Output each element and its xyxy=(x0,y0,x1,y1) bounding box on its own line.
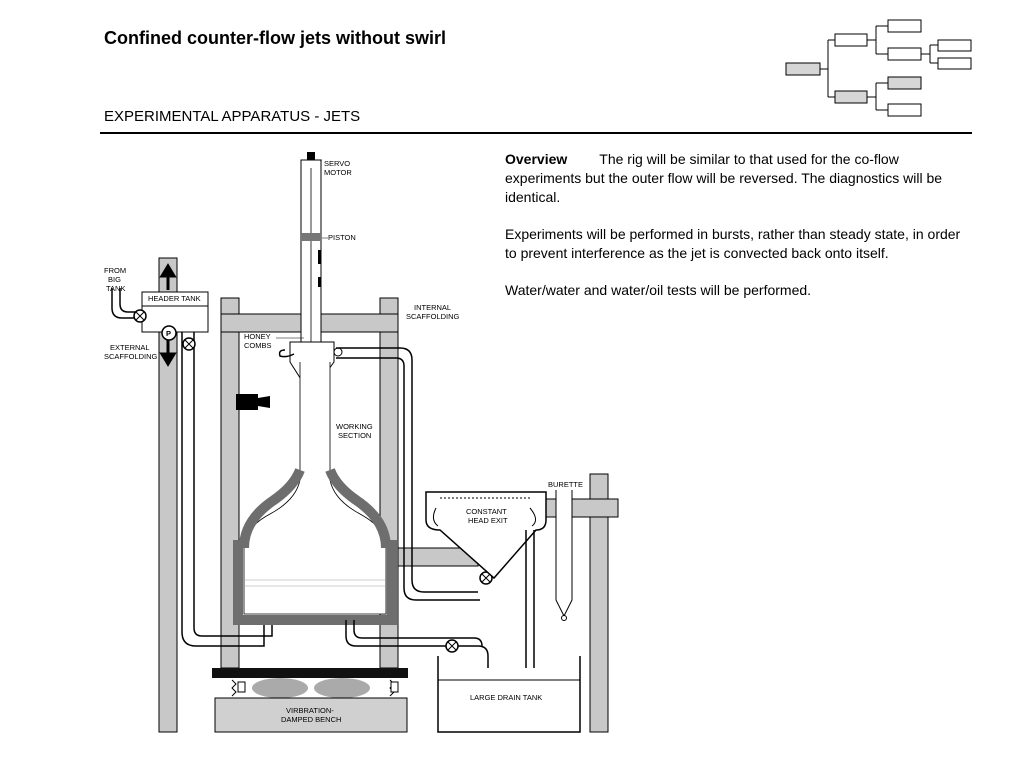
constant-label-2: HEAD EXIT xyxy=(468,516,508,525)
piston-label: PISTON xyxy=(328,233,356,242)
page-title: Confined counter-flow jets without swirl xyxy=(104,28,446,48)
right-scaffolding-beam xyxy=(539,498,619,518)
piston xyxy=(301,233,321,241)
drain-tank-label: LARGE DRAIN TANK xyxy=(470,693,542,702)
servo-label-1: SERVO xyxy=(324,159,350,168)
bench-label-1: VIRBRATION- xyxy=(286,706,334,715)
vessel-wall xyxy=(239,468,391,549)
from-label-3: TANK xyxy=(106,284,125,293)
from-label-2: BIG xyxy=(108,275,121,284)
from-label-1: FROM xyxy=(104,266,126,275)
honey-label-1: HONEY xyxy=(244,332,271,341)
vibration-damped-bench xyxy=(214,697,408,733)
pump-label: P xyxy=(166,329,171,338)
working-label-1: WORKING xyxy=(336,422,373,431)
working-section xyxy=(243,362,387,615)
constant-label-1: CONSTANT xyxy=(466,507,507,516)
burette xyxy=(555,490,573,618)
honey-label-2: COMBS xyxy=(244,341,272,350)
bench-label-2: DAMPED BENCH xyxy=(281,715,341,724)
up-arrow-icon xyxy=(159,263,177,290)
bursts-paragraph: Experiments will be performed in bursts,… xyxy=(505,226,961,261)
burette-label: BURETTE xyxy=(548,480,583,489)
tests-paragraph: Water/water and water/oil tests will be … xyxy=(505,282,812,298)
internal-label-2: SCAFFOLDING xyxy=(406,312,460,321)
down-arrow-icon xyxy=(159,340,177,367)
damper-right xyxy=(314,678,370,698)
title-divider xyxy=(100,132,972,134)
external-label-2: SCAFFOLDING xyxy=(104,352,158,361)
header-tank-label: HEADER TANK xyxy=(148,294,201,303)
pump-icon xyxy=(161,325,177,341)
right-scaffolding-post xyxy=(589,473,609,733)
header-tank xyxy=(141,291,209,333)
section-subtitle: EXPERIMENTAL APPARATUS - JETS xyxy=(104,108,361,125)
constant-head-exit xyxy=(425,491,547,580)
damper-left xyxy=(252,678,308,698)
external-scaffolding-post xyxy=(158,257,178,733)
overview-label: Overview xyxy=(505,151,568,167)
internal-label-1: INTERNAL xyxy=(414,303,451,312)
servo-label-2: MOTOR xyxy=(324,168,352,177)
bench-top-plate xyxy=(212,668,408,678)
overview-text: The rig will be similar to that used for… xyxy=(505,151,943,205)
external-label-1: EXTERNAL xyxy=(110,343,150,352)
camera-icon xyxy=(236,394,258,410)
working-label-2: SECTION xyxy=(338,431,371,440)
large-drain-tank xyxy=(437,656,581,733)
